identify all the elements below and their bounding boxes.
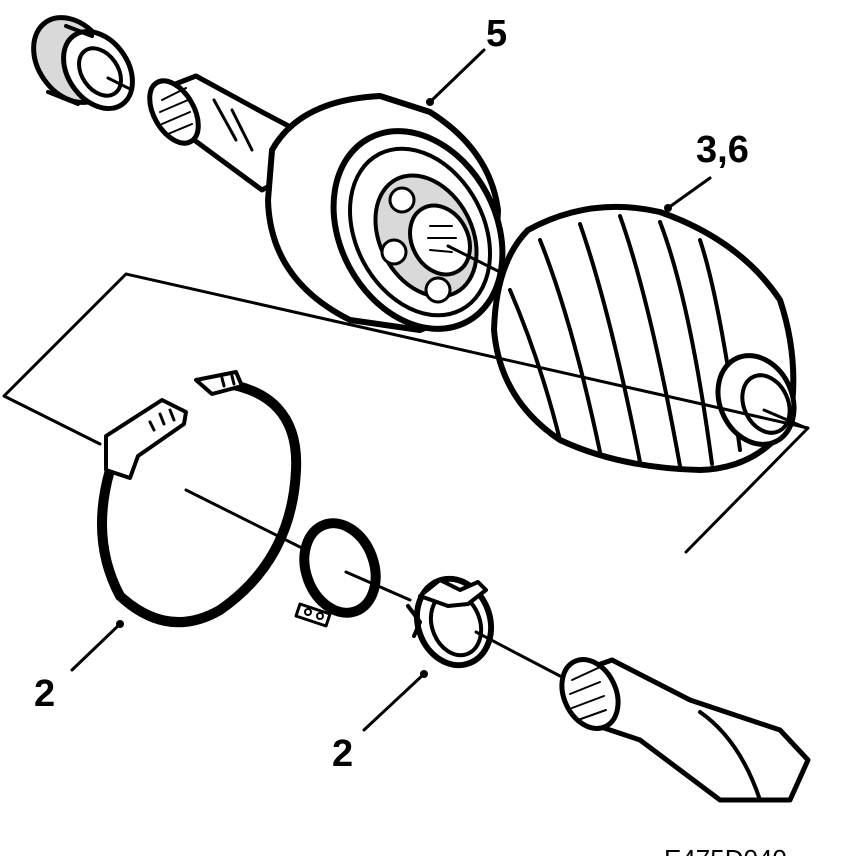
leader-cv-joint-axis	[446, 244, 502, 274]
drive-shaft	[559, 657, 811, 803]
figure-code: E475D040	[664, 844, 787, 856]
callout-label-large-clamp: 2	[34, 673, 55, 715]
callout-leader-5	[428, 48, 486, 104]
assembly-bracket	[2, 272, 810, 554]
callout-label-boot: 3,6	[696, 129, 749, 171]
cv-boot	[491, 203, 797, 473]
stub-shaft	[147, 73, 303, 193]
callout-leader-2-left	[70, 622, 122, 672]
callout-leader-3-6	[666, 176, 712, 210]
small-clamp	[406, 575, 495, 669]
leader-large-clamp-axis	[184, 488, 308, 552]
leader-dust-cap	[106, 76, 134, 92]
dust-cap	[31, 15, 135, 111]
cv-joint-housing	[265, 93, 506, 333]
circlip	[294, 518, 381, 628]
callout-leader-2-right	[362, 672, 426, 732]
callout-label-small-clamp: 2	[332, 733, 353, 775]
leader-small-clamp-axis	[474, 630, 562, 678]
callout-dot-2-left	[116, 620, 124, 628]
callout-label-cv-joint: 5	[486, 13, 507, 55]
callout-dot-3-6	[664, 204, 672, 212]
callout-dot-2-right	[420, 670, 428, 678]
callout-dot-5	[426, 98, 434, 106]
leader-circlip-axis	[344, 570, 412, 602]
large-clamp	[97, 370, 302, 628]
